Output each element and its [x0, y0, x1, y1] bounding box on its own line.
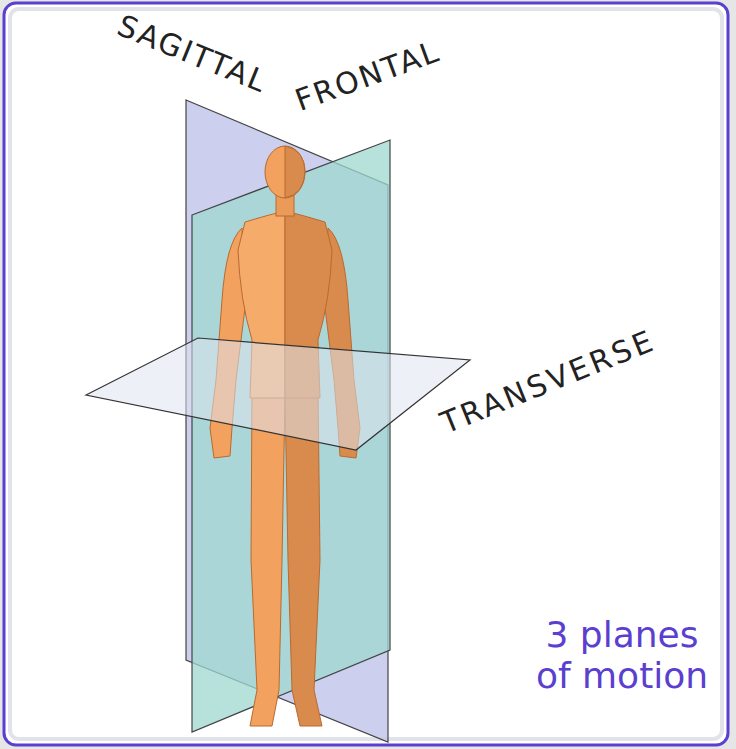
- caption-text: 3 planes of motion: [530, 614, 715, 697]
- left-leg: [250, 390, 285, 726]
- head-shade: [285, 146, 305, 198]
- head: [265, 146, 305, 198]
- transverse-plane: [86, 338, 470, 450]
- frame: [4, 3, 728, 745]
- frame-inner: [10, 9, 722, 739]
